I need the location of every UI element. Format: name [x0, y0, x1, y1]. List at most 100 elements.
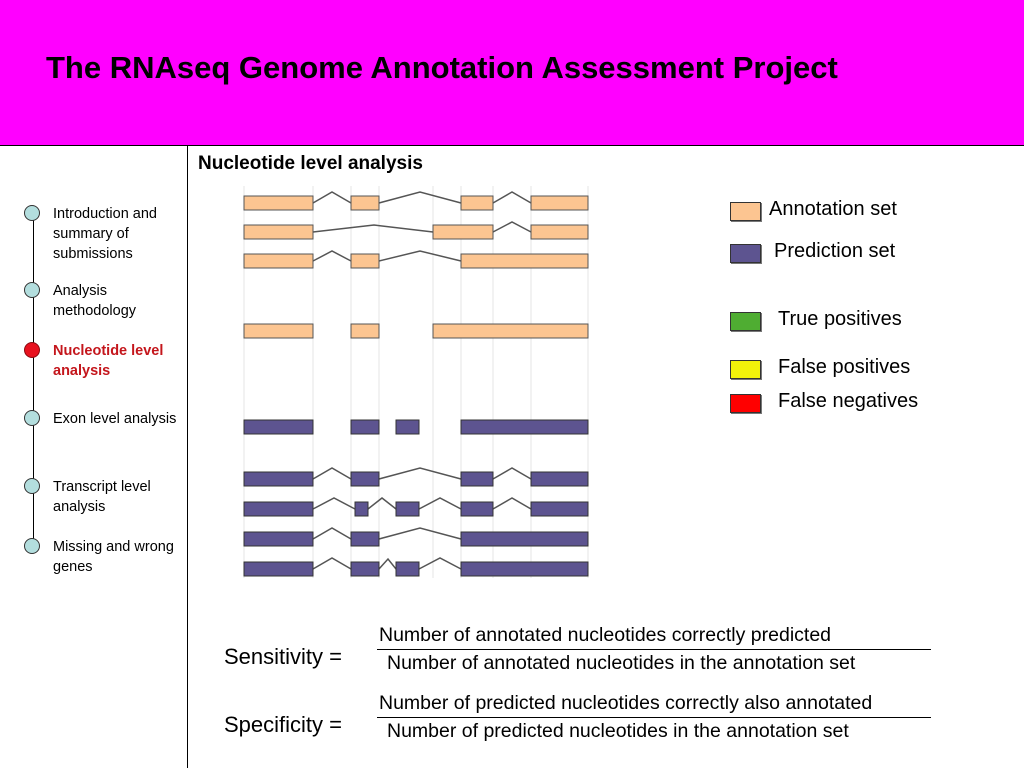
intron-line [378, 467, 462, 480]
nav-item-label: Nucleotide level analysis [53, 343, 164, 379]
prediction-exon [460, 561, 589, 577]
sensitivity-formula: Sensitivity = Number of annotated nucleo… [200, 624, 980, 692]
nav-bullet-icon [24, 478, 40, 494]
prediction-exon [395, 561, 420, 577]
intron-line [378, 557, 397, 570]
intron-line [312, 224, 434, 233]
legend-false-positives: False positives [727, 356, 987, 384]
prediction-union-row [243, 419, 589, 435]
prediction-exon [243, 419, 314, 435]
annotation-exon [350, 323, 380, 339]
fraction-bar [377, 649, 931, 650]
prediction-transcript-3 [243, 527, 589, 547]
formula-numerator: Number of predicted nucleotides correctl… [379, 692, 873, 714]
intron-line [312, 527, 352, 540]
prediction-exon [350, 419, 380, 435]
annotation-exon [460, 253, 589, 269]
legend-false-negatives: False negatives [727, 390, 987, 418]
header-divider [0, 145, 1024, 146]
prediction-exon [395, 501, 420, 517]
prediction-exon [243, 501, 314, 517]
page-title: The RNAseq Genome Annotation Assessment … [46, 50, 838, 85]
prediction-exon [243, 471, 314, 487]
nav-bullet-icon [24, 282, 40, 298]
exon-boundary-guides [243, 186, 589, 578]
formula-numerator: Number of annotated nucleotides correctl… [379, 624, 832, 646]
sidebar-divider [187, 146, 188, 768]
annotation-exon [432, 323, 589, 339]
legend-swatch-annotation [730, 202, 761, 221]
prediction-exon [354, 501, 369, 517]
formula-denominator: Number of annotated nucleotides in the a… [387, 652, 856, 674]
header-banner: The RNAseq Genome Annotation Assessment … [0, 0, 1024, 145]
intron-line [312, 467, 352, 480]
annotation-exon [243, 195, 314, 211]
annotation-exon [350, 253, 380, 269]
nav-item-label: Analysis methodology [53, 283, 137, 319]
legend-swatch-true-positive [730, 312, 761, 331]
intron-line [312, 250, 352, 262]
annotation-transcript-2 [243, 221, 589, 240]
legend-swatch-false-negative [730, 394, 761, 413]
annotation-exon [243, 224, 314, 240]
nav-item-label: Introduction and summary of submissions [53, 206, 157, 262]
legend-swatch-false-positive [730, 360, 761, 379]
formula-label: Specificity = [224, 712, 342, 737]
prediction-exon [243, 531, 314, 547]
prediction-exon [395, 419, 420, 435]
prediction-exon [460, 419, 589, 435]
legend-annotation-set: Annotation set [727, 198, 987, 226]
intron-line [367, 497, 397, 510]
intron-line [312, 191, 352, 204]
intron-line [312, 497, 356, 510]
prediction-exon [460, 501, 494, 517]
nav-bullet-icon [24, 205, 40, 221]
annotation-exon [243, 253, 314, 269]
legend-true-positives: True positives [727, 308, 987, 336]
annotation-exon [350, 195, 380, 211]
intron-line [378, 191, 462, 204]
gene-structure-diagram [243, 186, 589, 578]
intron-line [492, 191, 532, 204]
prediction-exon [530, 501, 589, 517]
intron-line [492, 221, 532, 233]
nav-bullet-icon [24, 410, 40, 426]
prediction-exon [460, 531, 589, 547]
intron-line [492, 497, 532, 510]
prediction-transcript-4 [243, 557, 589, 577]
nav-item-label: Transcript level analysis [53, 479, 151, 515]
legend-label: Prediction set [774, 240, 896, 262]
annotation-exon [530, 224, 589, 240]
intron-line [312, 557, 352, 570]
annotation-union-row [243, 323, 589, 339]
fraction-bar [377, 717, 931, 718]
intron-line [378, 527, 462, 540]
legend-label: False positives [778, 356, 911, 378]
annotation-transcript-1 [243, 191, 589, 211]
legend-label: True positives [778, 308, 902, 330]
formula-label: Sensitivity = [224, 644, 342, 669]
intron-line [418, 557, 462, 570]
nav-bullet-active-icon [24, 342, 40, 358]
annotation-transcript-3 [243, 250, 589, 269]
nav-timeline-line [33, 213, 34, 546]
prediction-exon [243, 561, 314, 577]
annotation-exon [530, 195, 589, 211]
legend-prediction-set: Prediction set [727, 240, 987, 268]
prediction-exon [350, 561, 380, 577]
legend-swatch-prediction [730, 244, 761, 263]
section-title: Nucleotide level analysis [198, 153, 423, 174]
prediction-exon [530, 471, 589, 487]
nav-bullet-icon [24, 538, 40, 554]
formula-denominator: Number of predicted nucleotides in the a… [387, 720, 849, 742]
nav-item-label: Exon level analysis [53, 411, 177, 427]
nav-item-label: Missing and wrong genes [53, 539, 174, 575]
annotation-exon [243, 323, 314, 339]
intron-line [378, 250, 462, 262]
legend-label: Annotation set [769, 198, 897, 220]
legend-label: False negatives [778, 390, 919, 412]
specificity-formula: Specificity = Number of predicted nucleo… [200, 692, 980, 760]
prediction-exon [460, 471, 494, 487]
intron-line [418, 497, 462, 510]
prediction-exon [350, 531, 380, 547]
